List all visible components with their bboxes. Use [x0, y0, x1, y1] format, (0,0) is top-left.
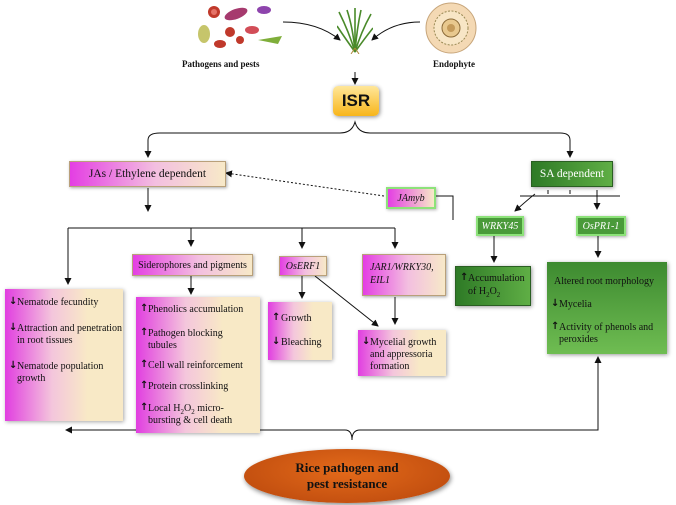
attraction-line-1: Attraction and penetration — [17, 323, 122, 334]
wrky45-box: WRKY45 — [476, 216, 524, 236]
jar1-label-1: JAR1/WRKY30, — [370, 262, 434, 273]
jar1-box: JAR1/WRKY30, EIL1 — [362, 254, 446, 296]
mycelial-line-1: Mycelial growth — [370, 337, 437, 348]
jar1-label-2: EIL1 — [370, 275, 390, 286]
up-arrow-icon: ↑ — [140, 402, 149, 413]
up-arrow-icon: ↑ — [140, 327, 149, 338]
isr-label: ISR — [341, 91, 371, 110]
phenolics-accumulation: Phenolics accumulation — [148, 304, 244, 315]
up-arrow-icon: ↑ — [460, 272, 469, 283]
population-line-1: Nematode population — [17, 361, 104, 372]
ospr1-box: OsPR1-1 — [576, 216, 626, 236]
local-sub-1: 2 — [180, 408, 185, 416]
altered-root: Altered root morphology — [554, 276, 654, 287]
up-arrow-icon: ↑ — [272, 312, 281, 323]
h2o2-line-1: Accumulation — [468, 273, 525, 284]
nematode-fecundity: Nematode fecundity — [17, 297, 99, 308]
population-line-2: growth — [17, 373, 46, 384]
blocking-line-2: tubules — [148, 340, 177, 351]
resistance-line-1: Rice pathogen and — [295, 460, 399, 475]
growth-label: Growth — [281, 313, 312, 324]
mycelial-line-3: formation — [370, 361, 410, 372]
cell-wall: Cell wall reinforcement — [148, 360, 243, 371]
pathogen-icon-group — [192, 2, 292, 56]
growth-card: ↑ Growth ↓ Bleaching — [268, 302, 332, 360]
up-arrow-icon: ↑ — [140, 303, 149, 314]
down-arrow-icon: ↓ — [9, 322, 18, 333]
h2o2-o-text: O — [489, 286, 497, 297]
up-arrow-icon: ↑ — [140, 359, 149, 370]
wrky45-label: WRKY45 — [481, 220, 519, 232]
jamyb-label: JAmyb — [397, 192, 425, 204]
phenolics-card: ↑ Phenolics accumulation ↑ Pathogen bloc… — [136, 297, 260, 433]
activity-line-2: peroxides — [559, 334, 598, 345]
resistance-line-2: pest resistance — [306, 476, 388, 491]
siderophores-label: Siderophores and pigments — [138, 259, 247, 271]
h2o2-of-text: of H — [468, 286, 487, 297]
mycelial-line-2: and appressoria — [370, 349, 433, 360]
resistance-ellipse: Rice pathogen and pest resistance — [244, 449, 450, 503]
oserf1-box: OsERF1 — [279, 256, 327, 276]
oserf1-label: OsERF1 — [285, 260, 321, 272]
local-sub-2: 2 — [191, 408, 195, 416]
ja-ethylene-box: JAs / Ethylene dependent — [69, 161, 226, 187]
down-arrow-icon: ↓ — [362, 336, 371, 347]
up-arrow-icon: ↑ — [551, 321, 560, 332]
local-h2o2-line-1: Local H2O2 micro- — [148, 403, 224, 418]
endophyte-icon — [425, 2, 477, 54]
down-arrow-icon: ↓ — [272, 336, 281, 347]
local-h2o2-line-2: bursting & cell death — [148, 415, 233, 426]
activity-line-1: Activity of phenols and — [559, 322, 654, 333]
down-arrow-icon: ↓ — [9, 296, 18, 307]
mycelial-card: ↓ Mycelial growth and appressoria format… — [358, 330, 446, 376]
nematode-card: ↓ Nematode fecundity ↓ Attraction and pe… — [5, 289, 123, 421]
mycelia: Mycelia — [559, 299, 592, 310]
attraction-line-2: in root tissues — [17, 335, 73, 346]
local-o-text: O — [184, 403, 192, 414]
local-h2o2-text: Local H — [148, 403, 181, 414]
pathogens-icon — [198, 6, 282, 48]
ospr1-label: OsPR1-1 — [582, 220, 620, 232]
h2o2-sub-2: 2 — [496, 291, 501, 299]
h2o2-line-2: of H2O2 — [468, 286, 500, 301]
h2o2-card: ↑ Accumulation of H2O2 — [455, 266, 531, 306]
ja-ethylene-label: JAs / Ethylene dependent — [88, 168, 207, 180]
rice-plant-icon — [336, 8, 374, 55]
pathogens-label: Pathogens and pests — [182, 59, 260, 69]
siderophores-box: Siderophores and pigments — [132, 254, 253, 276]
isr-box: ISR — [333, 86, 379, 116]
endophyte-label: Endophyte — [433, 59, 476, 69]
jamyb-box: JAmyb — [386, 187, 436, 209]
down-arrow-icon: ↓ — [551, 298, 560, 309]
sa-dependent-label: SA dependent — [539, 168, 605, 180]
h2o2-sub-1: 2 — [486, 291, 490, 299]
bleaching-label: Bleaching — [281, 337, 322, 348]
blocking-line-1: Pathogen blocking — [148, 328, 223, 339]
up-arrow-icon: ↑ — [140, 380, 149, 391]
down-arrow-icon: ↓ — [9, 360, 18, 371]
local-micro-text: micro- — [194, 403, 224, 414]
sa-dependent-box: SA dependent — [531, 161, 613, 187]
protein-crosslinking: Protein crosslinking — [148, 381, 229, 392]
root-card: Altered root morphology ↓ Mycelia ↑ Acti… — [547, 262, 667, 354]
